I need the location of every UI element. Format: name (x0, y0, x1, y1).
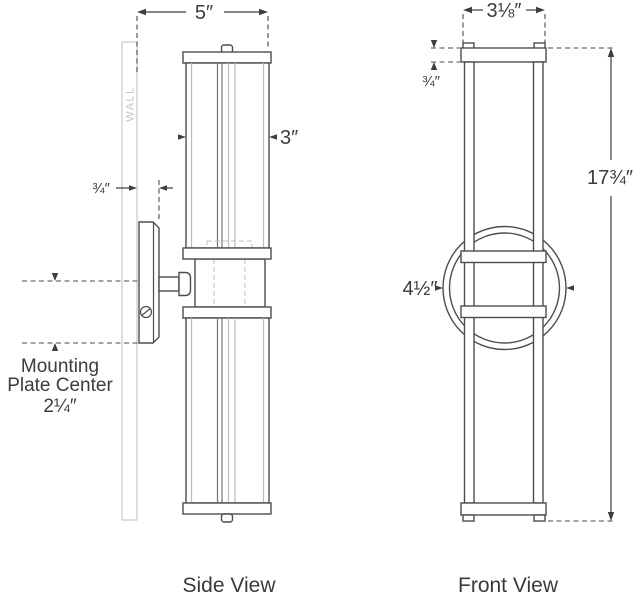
dim-cap-thickness: ¾″ (422, 40, 460, 90)
front-view-caption: Front View (458, 574, 559, 597)
center-body (194, 258, 266, 308)
front-lower-band (460, 305, 547, 319)
mounting-plate-center-value: 2¼″ (43, 396, 76, 417)
top-cap (182, 51, 272, 64)
upper-band (182, 247, 272, 260)
dim-overall-height-label: 17¾″ (587, 167, 633, 189)
screw-icon (139, 305, 153, 319)
bottom-cap (182, 502, 272, 515)
dim-backplate-depth-label: ¾″ (92, 180, 111, 197)
side-view-caption: Side View (182, 574, 276, 597)
dim-glass-diameter: 3″ (178, 127, 298, 149)
mounting-note-line1: Mounting (21, 356, 99, 377)
bottom-tab-left (462, 514, 475, 522)
dim-ring-diameter: 4½″ (403, 278, 574, 300)
dim-glass-diameter-label: 3″ (280, 127, 298, 149)
rail-right (532, 61, 544, 504)
dim-top-cap-width-label: 3⅛″ (487, 0, 522, 22)
front-top-cap (460, 47, 547, 63)
bottom-tab-right (533, 514, 546, 522)
dim-fixture-depth-label: 5″ (195, 2, 213, 24)
lower-band (182, 306, 272, 319)
lower-glass-cylinder (185, 317, 270, 504)
front-bottom-cap (460, 502, 547, 516)
arrow-right-icon (259, 8, 268, 16)
front-upper-band (460, 250, 547, 264)
dim-mounting-plate-center: Mounting Plate Center 2¼″ (7, 273, 139, 417)
dim-fixture-depth: 5″ (136, 2, 269, 75)
dim-backplate-depth: ¾″ (92, 180, 173, 222)
dim-overall-height: 17¾″ (548, 47, 633, 522)
side-view-fixture (138, 44, 272, 523)
rail-left (463, 61, 475, 504)
bottom-finial (220, 513, 234, 523)
dim-top-cap-width: 3⅛″ (462, 0, 546, 44)
front-view-fixture (442, 42, 567, 522)
mounting-note-line2: Plate Center (7, 375, 113, 396)
dim-cap-thickness-label: ¾″ (422, 73, 441, 90)
dim-ring-diameter-label: 4½″ (403, 278, 438, 300)
arm-stem (158, 276, 180, 292)
wall-label: WALL (125, 86, 137, 122)
arrow-left-icon (137, 8, 146, 16)
upper-glass-cylinder (185, 62, 270, 249)
arm-collar (178, 271, 192, 297)
mounting-plate (138, 221, 160, 344)
